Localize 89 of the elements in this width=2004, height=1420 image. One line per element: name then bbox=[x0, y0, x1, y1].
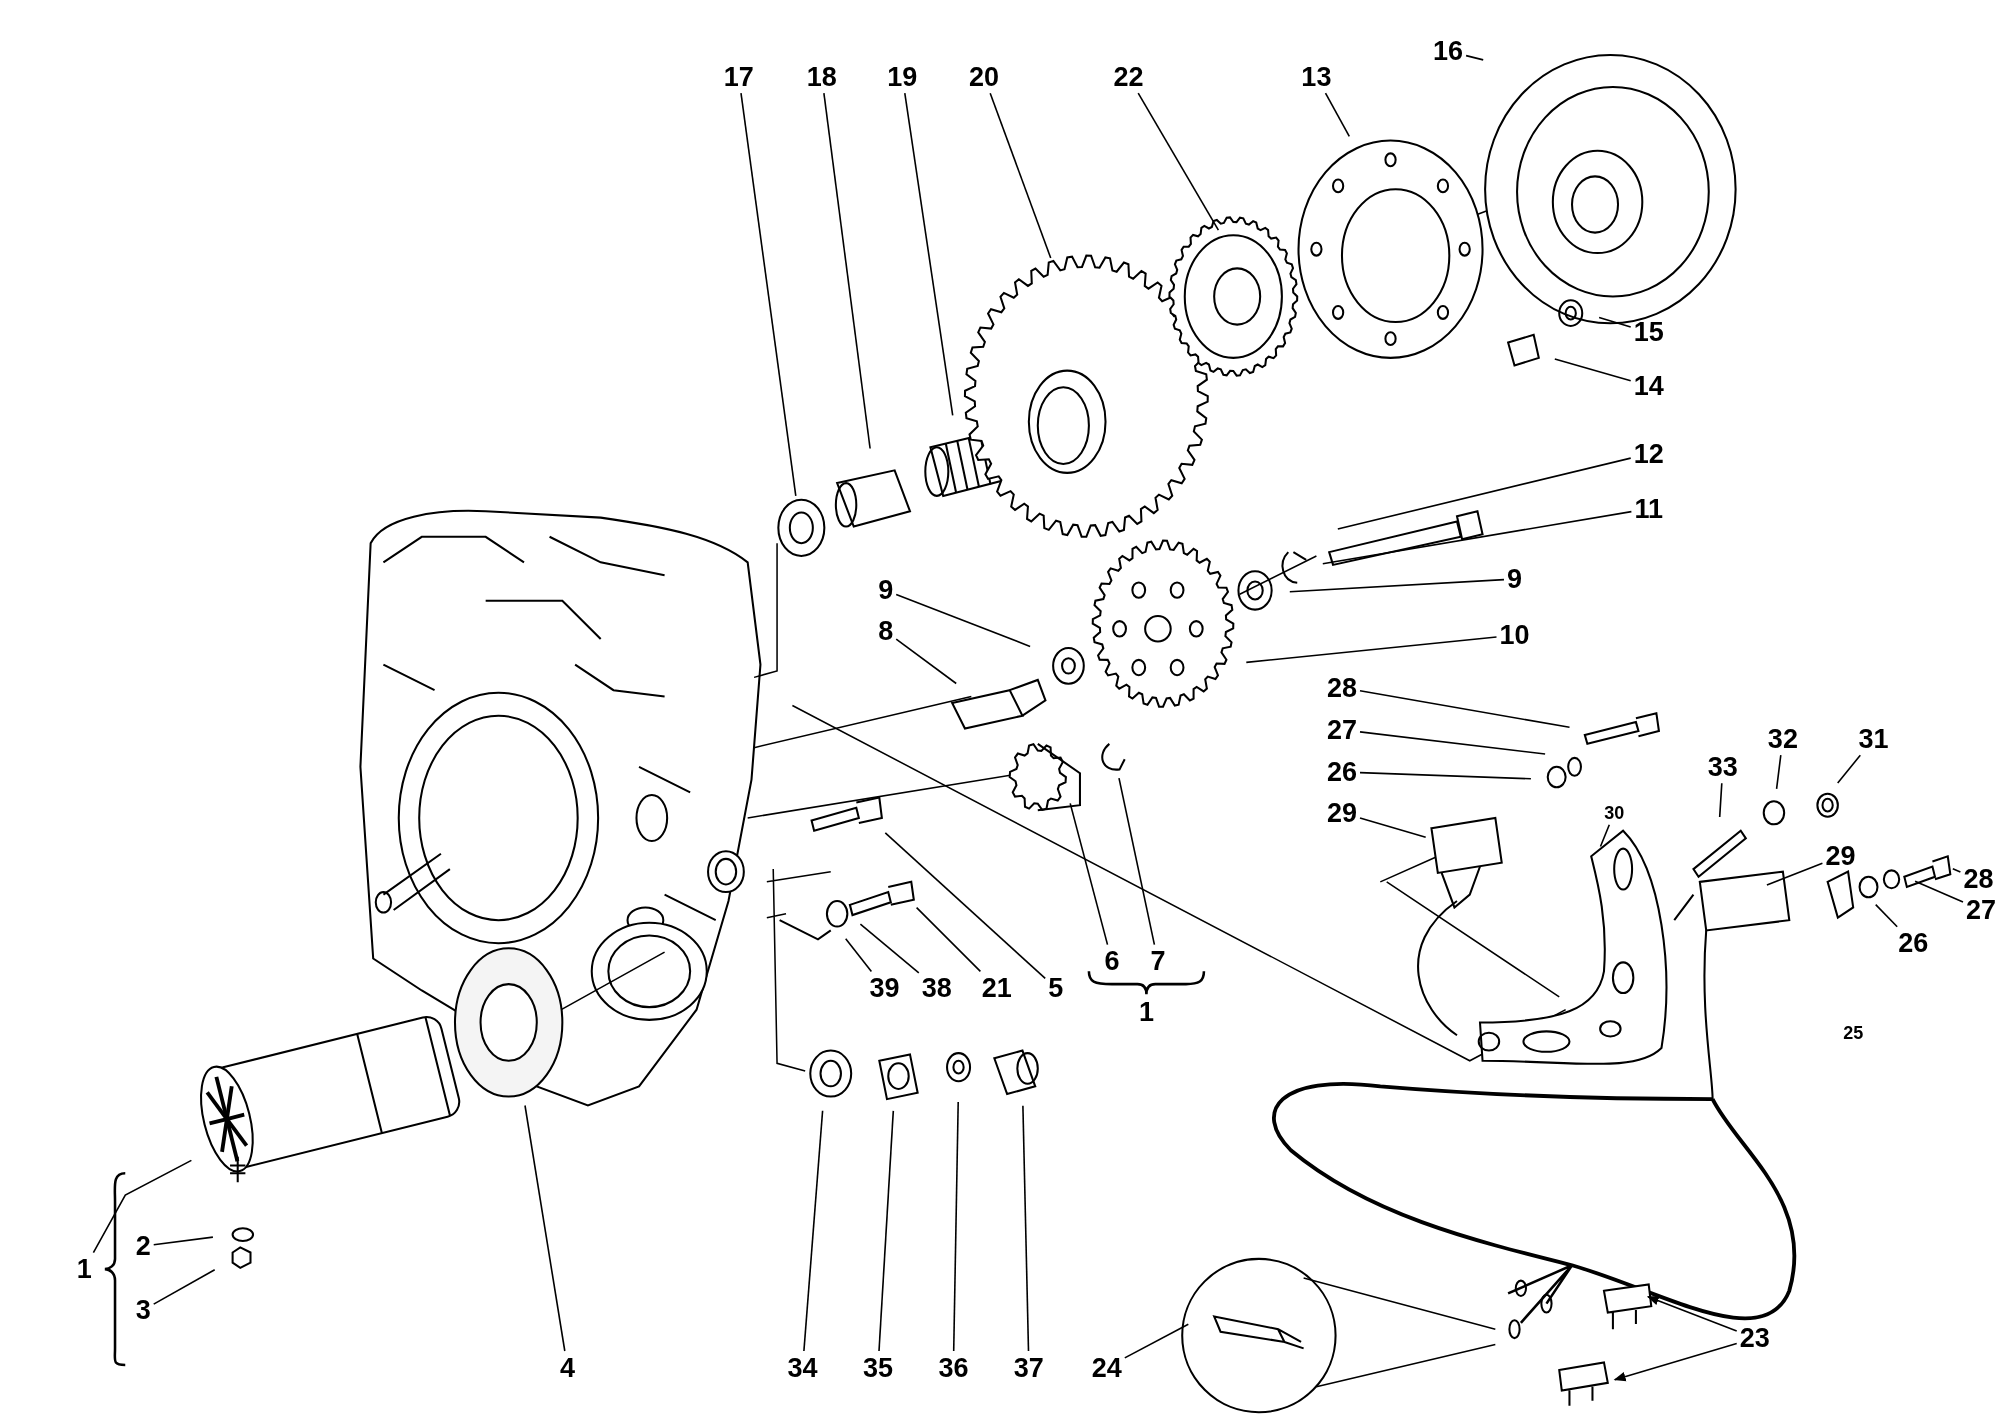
callout-number: 9 bbox=[878, 576, 894, 604]
leader-line bbox=[1775, 754, 1782, 790]
leader-line bbox=[1069, 802, 1109, 946]
callout-number: 35 bbox=[863, 1354, 894, 1381]
leader-line bbox=[1322, 510, 1633, 565]
leader-line bbox=[1465, 54, 1484, 61]
callout-number: 16 bbox=[1433, 37, 1464, 65]
leader-line bbox=[1337, 457, 1632, 530]
callout-number: 32 bbox=[1767, 725, 1798, 753]
leader-line bbox=[895, 593, 1031, 648]
leader-line bbox=[1022, 1105, 1030, 1352]
leader-line bbox=[92, 1159, 193, 1254]
callout-number: 10 bbox=[1499, 621, 1530, 649]
leader-line bbox=[1324, 92, 1351, 138]
callout-number: 39 bbox=[869, 974, 900, 1002]
leader-line bbox=[1359, 817, 1427, 839]
callout-number: 15 bbox=[1633, 318, 1664, 346]
leader-line bbox=[1554, 358, 1632, 382]
leader-line bbox=[915, 906, 982, 973]
callout-number: 18 bbox=[806, 63, 837, 91]
callout-number: 21 bbox=[981, 974, 1012, 1002]
callout-number: 28 bbox=[1963, 865, 1994, 893]
callout-number: 5 bbox=[1048, 974, 1064, 1002]
callout-number: 38 bbox=[921, 974, 952, 1002]
leader-line bbox=[1245, 636, 1498, 664]
leader-line bbox=[1952, 868, 1962, 873]
callout-number: 36 bbox=[938, 1354, 969, 1381]
callout-number: 26 bbox=[1898, 929, 1929, 957]
callout-number: 3 bbox=[135, 1296, 151, 1324]
callout-number: 11 bbox=[1634, 495, 1663, 523]
leader-line bbox=[152, 1236, 214, 1246]
callout-number: 12 bbox=[1633, 440, 1664, 468]
leader-line bbox=[1289, 578, 1505, 593]
callout-number: 22 bbox=[1113, 63, 1144, 91]
callout-number: 1 bbox=[76, 1255, 92, 1283]
leader-line bbox=[1137, 92, 1220, 231]
callout-number: 2 bbox=[135, 1232, 151, 1260]
callout-number: 4 bbox=[559, 1354, 575, 1381]
callout-number: 30 bbox=[1604, 803, 1625, 822]
callout-number: 9 bbox=[1507, 565, 1522, 593]
callout-number: 27 bbox=[1326, 716, 1357, 744]
leader-line bbox=[524, 1104, 566, 1352]
leader-line bbox=[1646, 1295, 1738, 1332]
leader-line bbox=[1124, 1323, 1190, 1359]
callout-number: 33 bbox=[1707, 753, 1738, 781]
leader-line bbox=[1874, 903, 1898, 928]
callout-number: 25 bbox=[1843, 1023, 1864, 1042]
callout-number: 20 bbox=[969, 63, 1000, 91]
callout-number: 28 bbox=[1326, 674, 1357, 702]
callout-number: 6 bbox=[1104, 947, 1120, 975]
leader-line bbox=[904, 92, 954, 417]
callout-number: 23 bbox=[1739, 1324, 1770, 1352]
leader-line bbox=[1766, 862, 1824, 886]
callout-number: 26 bbox=[1326, 758, 1357, 786]
callout-number: 19 bbox=[887, 63, 918, 91]
leader-line bbox=[895, 638, 957, 685]
leader-line bbox=[859, 923, 920, 974]
leader-line bbox=[823, 92, 871, 450]
callout-number: 31 bbox=[1858, 725, 1889, 753]
callout-number: 29 bbox=[1825, 842, 1856, 870]
leader-line bbox=[1359, 731, 1546, 755]
leader-line bbox=[803, 1110, 824, 1352]
leader-line bbox=[1598, 316, 1632, 328]
callout-number: 37 bbox=[1013, 1354, 1044, 1381]
leader-line bbox=[1118, 777, 1156, 946]
callout-number: 7 bbox=[1150, 947, 1166, 975]
callout-number: 29 bbox=[1326, 799, 1357, 827]
leader-line bbox=[1359, 771, 1532, 780]
leader-line bbox=[1836, 754, 1862, 784]
leader-line bbox=[884, 832, 1046, 980]
leader-line bbox=[152, 1268, 216, 1305]
leader-line bbox=[989, 92, 1052, 259]
callout-number: 14 bbox=[1633, 372, 1664, 400]
leader-line bbox=[1613, 1342, 1738, 1382]
callout-number: 27 bbox=[1965, 896, 1996, 924]
leader-line bbox=[1359, 689, 1571, 729]
leader-line bbox=[952, 1101, 959, 1352]
callout-number: 34 bbox=[787, 1354, 818, 1381]
callout-number: 1 bbox=[1138, 998, 1154, 1026]
leader-line bbox=[844, 938, 873, 973]
callout-number: 24 bbox=[1091, 1354, 1122, 1381]
leader-line bbox=[1718, 782, 1723, 818]
leader-line bbox=[1914, 880, 1964, 903]
leader-line bbox=[740, 92, 797, 497]
callout-number: 17 bbox=[723, 63, 754, 91]
callout-number: 8 bbox=[878, 617, 894, 645]
leader-line bbox=[1599, 824, 1611, 848]
leader-line bbox=[878, 1110, 895, 1352]
callout-number: 13 bbox=[1301, 63, 1332, 91]
